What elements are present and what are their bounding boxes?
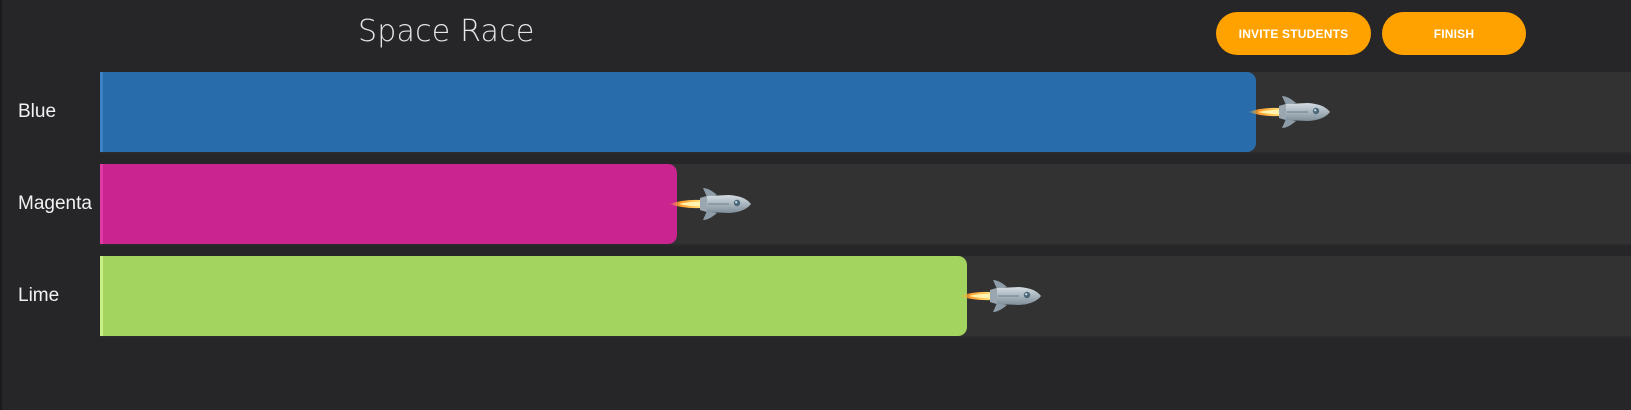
race-lane-lime [100, 256, 1631, 338]
window-frame [0, 0, 2, 410]
rocket-icon [669, 188, 751, 220]
progress-bar-edge [100, 72, 103, 152]
progress-bar-lime [100, 256, 967, 336]
rocket-icon [1248, 96, 1330, 128]
progress-bar-edge [100, 164, 103, 244]
progress-bar-blue [100, 72, 1256, 152]
page-title: Space Race [358, 14, 535, 49]
invite-students-button[interactable]: INVITE STUDENTS [1216, 12, 1371, 55]
race-lane-magenta [100, 164, 1631, 246]
finish-button[interactable]: FINISH [1382, 12, 1526, 55]
progress-bar-magenta [100, 164, 677, 244]
team-label-lime: Lime [18, 285, 60, 306]
race-lane-blue [100, 72, 1631, 154]
team-label-blue: Blue [18, 101, 57, 122]
rocket-icon [959, 280, 1041, 312]
progress-bar-edge [100, 256, 103, 336]
team-label-magenta: Magenta [18, 193, 92, 214]
